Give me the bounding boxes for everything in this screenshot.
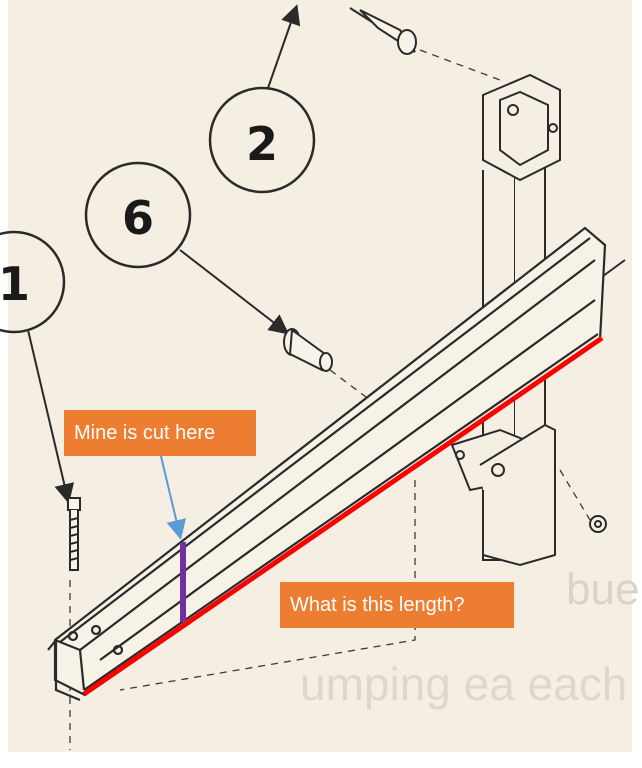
faint-print-text-b: umping ea each — [300, 658, 627, 710]
cut-pointer-arrow — [159, 451, 187, 540]
pin-six — [283, 328, 333, 372]
length-callout: What is this length? — [280, 582, 514, 628]
bolt — [67, 497, 81, 571]
length-line — [82, 335, 604, 697]
part-number-6: 6 — [122, 191, 154, 245]
faint-print-text-a: bue — [566, 565, 639, 614]
part-balloon-1: 1 — [0, 230, 66, 334]
part-number-2: 2 — [246, 117, 278, 171]
part-number-1: 1 — [0, 257, 30, 311]
part-balloon-6: 6 — [84, 161, 192, 269]
pin-top — [349, 7, 417, 55]
lower-bracket — [450, 423, 607, 567]
part-balloon-2: 2 — [208, 86, 316, 194]
cut-callout: Mine is cut here — [64, 410, 256, 456]
